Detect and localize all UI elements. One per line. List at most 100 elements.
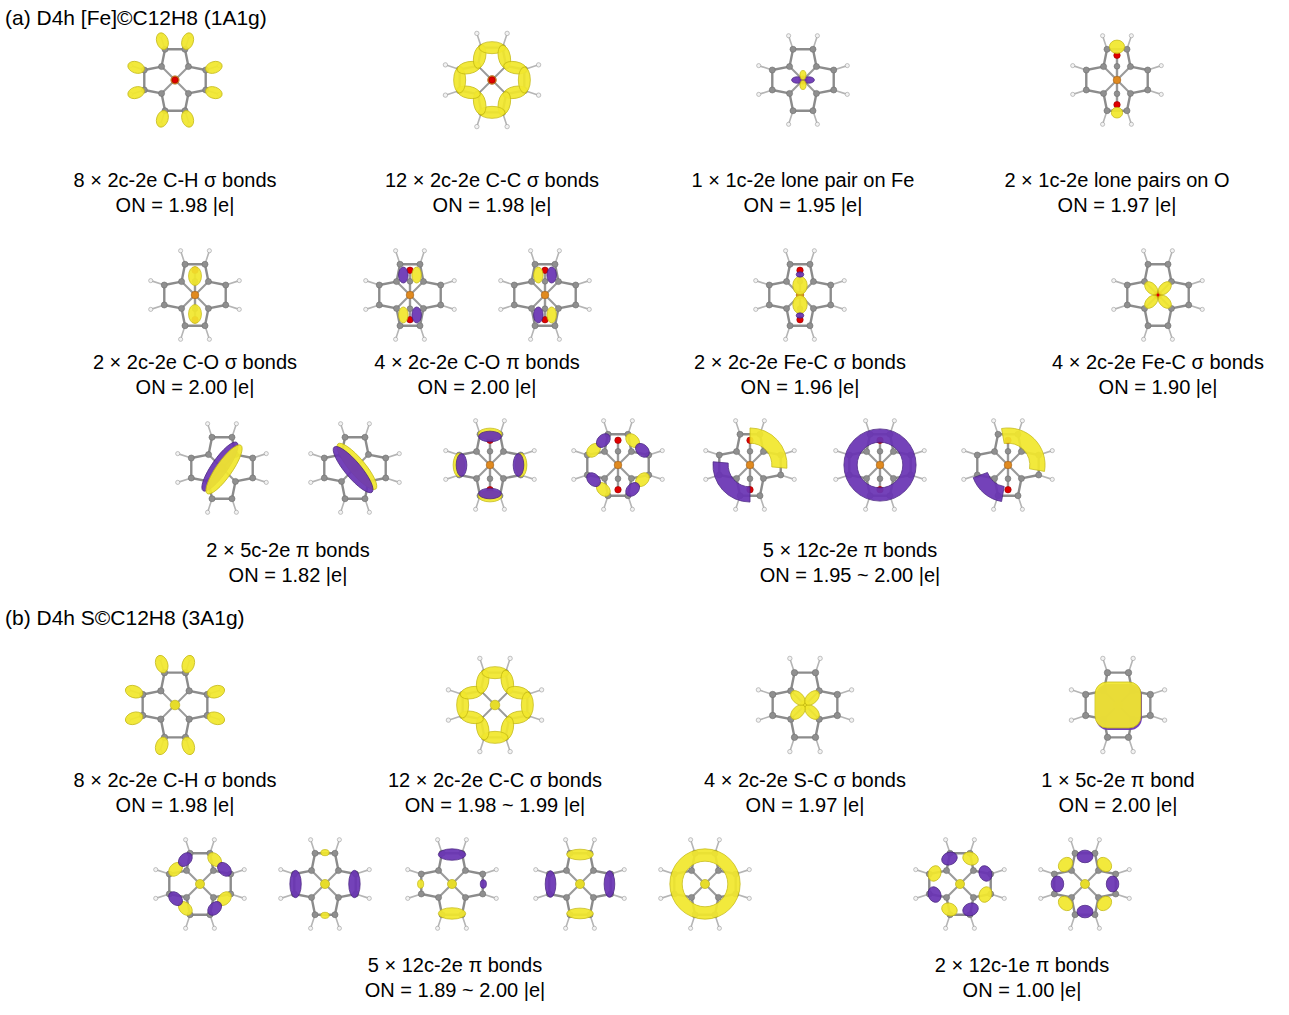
atom-sphere [587,307,591,311]
orbital-lobe [534,307,544,323]
atom-sphere [207,249,211,253]
atom-sphere [172,77,178,83]
atom-sphere [206,510,210,514]
atom-sphere [630,419,634,423]
occupation-number: ON = 2.00 |e| [1059,793,1178,817]
atom-sphere [1114,63,1120,69]
atom-sphere [890,449,896,455]
atom-sphere [364,307,368,311]
atom-sphere [622,896,626,900]
atom-sphere [339,478,345,484]
molecule-atoms [1112,249,1205,342]
atom-sphere [760,475,766,481]
atom-sphere [1071,92,1075,96]
atom-sphere [842,279,846,283]
orbital-lobes [788,688,822,722]
atom-sphere [407,306,413,312]
atom-sphere [1069,926,1073,930]
atom-sphere [542,278,548,284]
atom-sphere [250,455,256,461]
occupation-number: ON = 1.98 |e| [116,793,235,817]
orbital-lobe [567,908,594,919]
orbital-lobe [547,307,557,323]
molecule-atoms [962,419,1055,512]
atom-sphere [864,449,870,455]
atom-sphere [312,912,318,918]
atom-sphere [766,282,772,288]
atom-sphere [536,93,540,97]
occupation-number: ON = 1.00 |e| [963,978,1082,1002]
atom-sphere [367,868,371,872]
atom-sphere [1104,669,1110,675]
atom-sphere [397,452,401,456]
atom-sphere [422,249,426,253]
atom-sphere [184,838,188,842]
atom-sphere [207,337,211,341]
atom-sphere [1050,477,1054,481]
atom-sphere [1147,691,1153,697]
orbital-isosurface [757,34,850,127]
orbital-lobe [796,272,804,277]
atom-sphere [1131,749,1135,753]
atom-sphere [335,868,341,874]
atom-sphere [813,90,819,96]
atom-sphere [474,419,478,423]
orbital-lobe [215,860,234,879]
atom-sphere [756,688,760,692]
atom-sphere [828,302,834,308]
atom-sphere [1101,122,1105,126]
molecule-atoms [914,838,1007,931]
orbital-lobe [973,472,1004,501]
atom-sphere [209,496,215,502]
atom-sphere [700,879,709,888]
orbital-lobe [1055,854,1075,874]
orbital-lobes [1051,850,1119,918]
molecule-atoms [279,838,372,931]
atom-sphere [715,868,721,874]
occupation-number: ON = 1.89 ~ 2.00 |e| [365,978,546,1002]
atom-sphere [1071,64,1075,68]
atom-sphere [564,894,570,900]
atom-sphere [1082,712,1088,718]
orbital-lobe [349,870,360,897]
atom-sphere [406,868,410,872]
atom-sphere [792,477,796,481]
orbital-lobe [940,901,960,919]
atom-sphere [418,871,424,877]
orbital-lobe [418,880,424,888]
orbital-lobe [633,441,652,460]
orbital-lobe [940,850,960,868]
atom-sphere [158,688,164,694]
atom-sphere [202,261,208,267]
atom-sphere [534,868,538,872]
atom-sphere [892,419,896,423]
atom-sphere [592,838,596,842]
orbital-caption: 2 × 5c-2e π bonds [206,538,369,562]
atom-sphere [992,419,996,423]
atom-sphere [397,323,403,329]
atom-sphere [159,90,165,96]
molecule-atoms [364,249,457,342]
atom-sphere [529,305,535,311]
atom-sphere [922,449,926,453]
atom-sphere [834,449,838,453]
molecule-atoms [149,249,242,342]
atom-sphere [234,422,238,426]
atom-sphere [1159,64,1163,68]
atom-sphere [502,419,506,423]
atom-sphere [787,64,793,70]
atom-sphere [489,77,495,83]
atom-sphere [628,475,634,481]
orbital-lobe [205,683,226,700]
atom-sphere [974,452,980,458]
orbital-lobe [750,428,787,468]
orbital-lobes [844,429,916,501]
atom-sphere [474,507,478,511]
atom-sphere [717,926,721,930]
atom-sphere [170,700,180,710]
orbital-lobe [521,692,533,718]
atom-sphere [1131,656,1135,660]
atom-sphere [552,323,558,329]
atom-sphere [184,894,190,900]
